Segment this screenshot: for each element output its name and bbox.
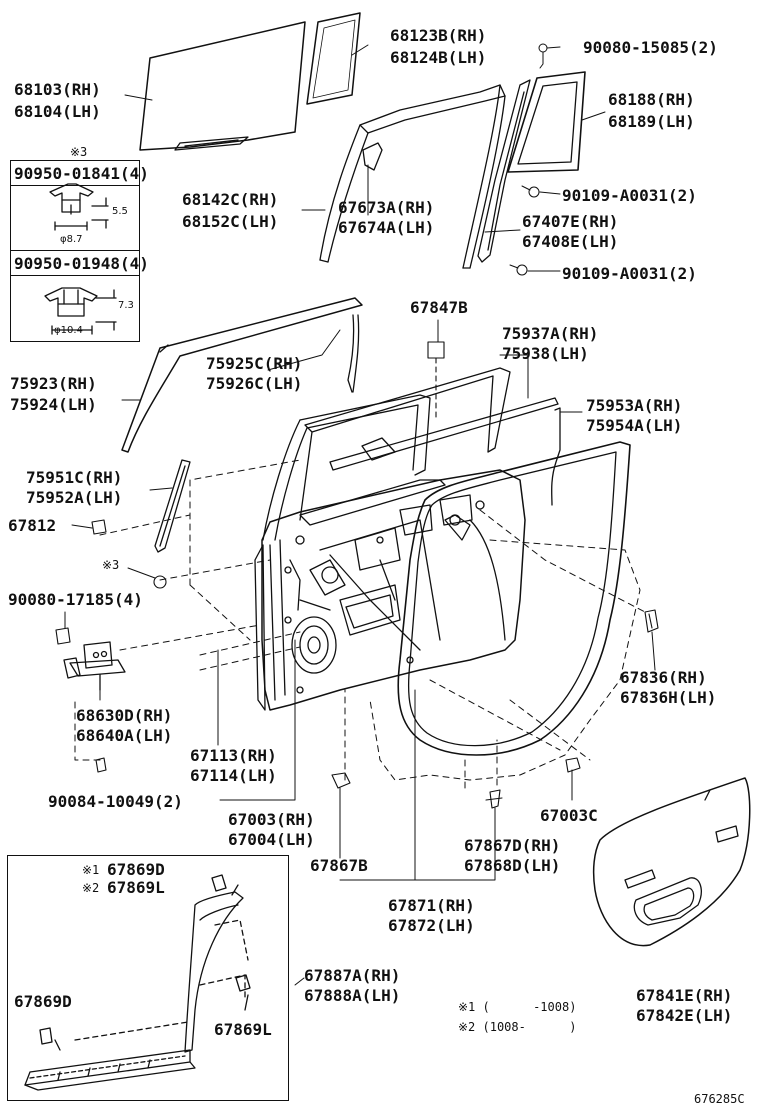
clip2-dimension-height: 7.3 <box>118 300 134 311</box>
label-67869l-bottom[interactable]: 67869L <box>214 1020 272 1039</box>
label-68189[interactable]: 68189(LH) <box>608 112 695 131</box>
clip1-dimension-diameter: φ8.7 <box>60 234 83 245</box>
clip1-dimension-height: 5.5 <box>112 206 128 217</box>
label-67673a[interactable]: 67673A(RH) <box>338 198 435 217</box>
label-67869l-top[interactable]: 67869L <box>107 878 165 897</box>
label-90080-17185[interactable]: 90080-17185(4) <box>8 590 143 609</box>
label-75938[interactable]: 75938(LH) <box>502 344 589 363</box>
footnote-2: ※2 (1008- ) <box>458 1020 577 1034</box>
label-90080-15085[interactable]: 90080-15085(2) <box>583 38 718 57</box>
label-90950-01841[interactable]: 90950-01841(4) <box>14 164 149 183</box>
clip2-dimension-diameter: φ10.4 <box>54 325 83 336</box>
quarter-frame-drawing <box>507 71 586 173</box>
label-67867b[interactable]: 67867B <box>310 856 368 875</box>
label-67003c[interactable]: 67003C <box>540 806 598 825</box>
note-mark-2-top: ※2 <box>82 881 100 895</box>
note-mark-1-top: ※1 <box>82 863 100 877</box>
clip-inset-drawing <box>44 183 117 335</box>
label-67407e[interactable]: 67407E(RH) <box>522 212 619 231</box>
label-67408e[interactable]: 67408E(LH) <box>522 232 619 251</box>
label-75926c[interactable]: 75926C(LH) <box>206 374 303 393</box>
scuff-plate-drawing <box>24 874 251 1091</box>
bracket-drawing <box>362 142 383 171</box>
label-75923[interactable]: 75923(RH) <box>10 374 97 393</box>
division-bar-drawing <box>477 79 531 263</box>
label-67867d[interactable]: 67867D(RH) <box>464 836 561 855</box>
label-75952a[interactable]: 75952A(LH) <box>26 488 123 507</box>
belt-moulding-drawing <box>121 297 363 453</box>
inset-note-mark: ※3 <box>70 145 88 159</box>
label-67114[interactable]: 67114(LH) <box>190 766 277 785</box>
label-67847b[interactable]: 67847B <box>410 298 468 317</box>
label-67836[interactable]: 67836(RH) <box>620 668 707 687</box>
label-67812[interactable]: 67812 <box>8 516 57 535</box>
label-67869d-top[interactable]: 67869D <box>107 860 165 879</box>
label-75951c[interactable]: 75951C(RH) <box>26 468 123 487</box>
label-67872[interactable]: 67872(LH) <box>388 916 475 935</box>
clip-inset-box <box>10 160 140 342</box>
fastener-drawings <box>55 341 659 809</box>
drawing-code: 676285C <box>694 1092 745 1106</box>
label-75953a[interactable]: 75953A(RH) <box>586 396 683 415</box>
label-67003[interactable]: 67003(RH) <box>228 810 315 829</box>
pillar-moulding-drawing <box>154 459 191 553</box>
label-68123b[interactable]: 68123B(RH) <box>390 26 487 45</box>
label-67887a[interactable]: 67887A(RH) <box>304 966 401 985</box>
run-channel-drawing <box>319 84 506 269</box>
label-67004[interactable]: 67004(LH) <box>228 830 315 849</box>
label-68124b[interactable]: 68124B(LH) <box>390 48 487 67</box>
label-90109-a0031-lower[interactable]: 90109-A0031(2) <box>562 264 697 283</box>
door-check-drawing <box>63 641 126 691</box>
note-mark-3-clip: ※3 <box>102 558 120 572</box>
label-67868d[interactable]: 67868D(LH) <box>464 856 561 875</box>
inset-row-1-divider <box>10 160 140 186</box>
label-67871[interactable]: 67871(RH) <box>388 896 475 915</box>
label-68188[interactable]: 68188(RH) <box>608 90 695 109</box>
label-67113[interactable]: 67113(RH) <box>190 746 277 765</box>
label-75954a[interactable]: 75954A(LH) <box>586 416 683 435</box>
label-67888a[interactable]: 67888A(LH) <box>304 986 401 1005</box>
label-68640a[interactable]: 68640A(LH) <box>76 726 173 745</box>
door-glass-drawing <box>139 21 306 151</box>
label-67869d-bottom[interactable]: 67869D <box>14 992 72 1011</box>
label-68103[interactable]: 68103(RH) <box>14 80 101 99</box>
label-75924[interactable]: 75924(LH) <box>10 395 97 414</box>
footnote-1: ※1 ( -1008) <box>458 1000 577 1014</box>
label-68104[interactable]: 68104(LH) <box>14 102 101 121</box>
label-67842e[interactable]: 67842E(LH) <box>636 1006 733 1025</box>
label-75937a[interactable]: 75937A(RH) <box>502 324 599 343</box>
label-68152c[interactable]: 68152C(LH) <box>182 212 279 231</box>
label-67836h[interactable]: 67836H(LH) <box>620 688 717 707</box>
label-68630d[interactable]: 68630D(RH) <box>76 706 173 725</box>
leader-lines <box>64 44 656 986</box>
quarter-glass-drawing <box>306 12 361 105</box>
inset-row-2-divider <box>10 250 140 276</box>
door-panel-drawing <box>254 367 559 711</box>
dashed-lines-drawing <box>74 459 646 791</box>
label-75925c[interactable]: 75925C(RH) <box>206 354 303 373</box>
weatherstrip-drawing <box>397 441 631 756</box>
trim-panel-drawing <box>592 777 751 947</box>
label-90950-01948[interactable]: 90950-01948(4) <box>14 254 149 273</box>
scuff-inset-box <box>7 855 289 1101</box>
label-90084-10049[interactable]: 90084-10049(2) <box>48 792 183 811</box>
outer-seal-drawing <box>551 407 561 506</box>
label-67674a[interactable]: 67674A(LH) <box>338 218 435 237</box>
screws-drawing <box>509 43 561 276</box>
label-68142c[interactable]: 68142C(RH) <box>182 190 279 209</box>
label-67841e[interactable]: 67841E(RH) <box>636 986 733 1005</box>
label-90109-a0031-upper[interactable]: 90109-A0031(2) <box>562 186 697 205</box>
